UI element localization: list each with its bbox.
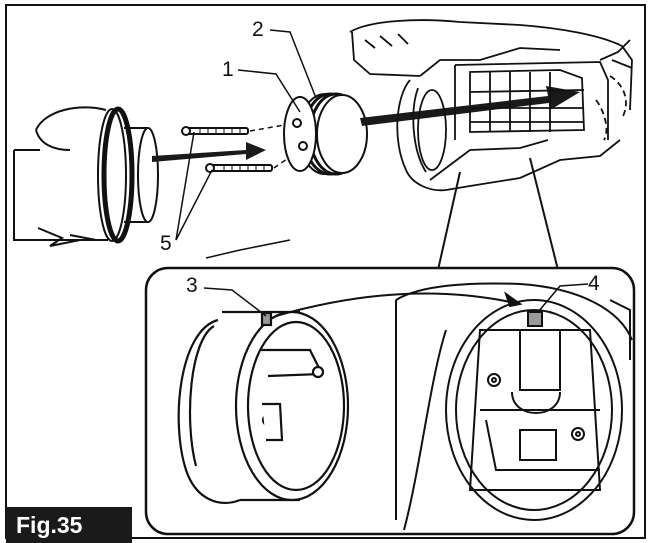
housing-closeup (395, 282, 633, 531)
adapter-closeup (177, 310, 350, 504)
leader-1 (237, 69, 301, 113)
leader-5a (175, 131, 195, 241)
callout-2: 2 (252, 18, 264, 41)
screw-lower (205, 163, 273, 173)
insert-arrow-1 (152, 142, 266, 162)
leader-3 (203, 287, 267, 317)
callout-5: 5 (160, 232, 172, 255)
screw-upper (181, 126, 249, 136)
leader-5b (175, 169, 213, 241)
leader-4 (537, 283, 589, 313)
callout-1: 1 (222, 58, 234, 81)
figure-frame (5, 4, 646, 539)
detail-view (144, 157, 636, 536)
tube-part (13, 106, 159, 247)
threaded-adapter (283, 92, 368, 176)
tool-housing (349, 19, 633, 192)
callout-3: 3 (186, 274, 198, 297)
callout-4: 4 (588, 272, 600, 295)
alignment-arrow (275, 292, 521, 317)
figure-label: Fig.35 (6, 507, 132, 543)
leader-2 (269, 29, 317, 99)
leader-5 (205, 239, 291, 259)
